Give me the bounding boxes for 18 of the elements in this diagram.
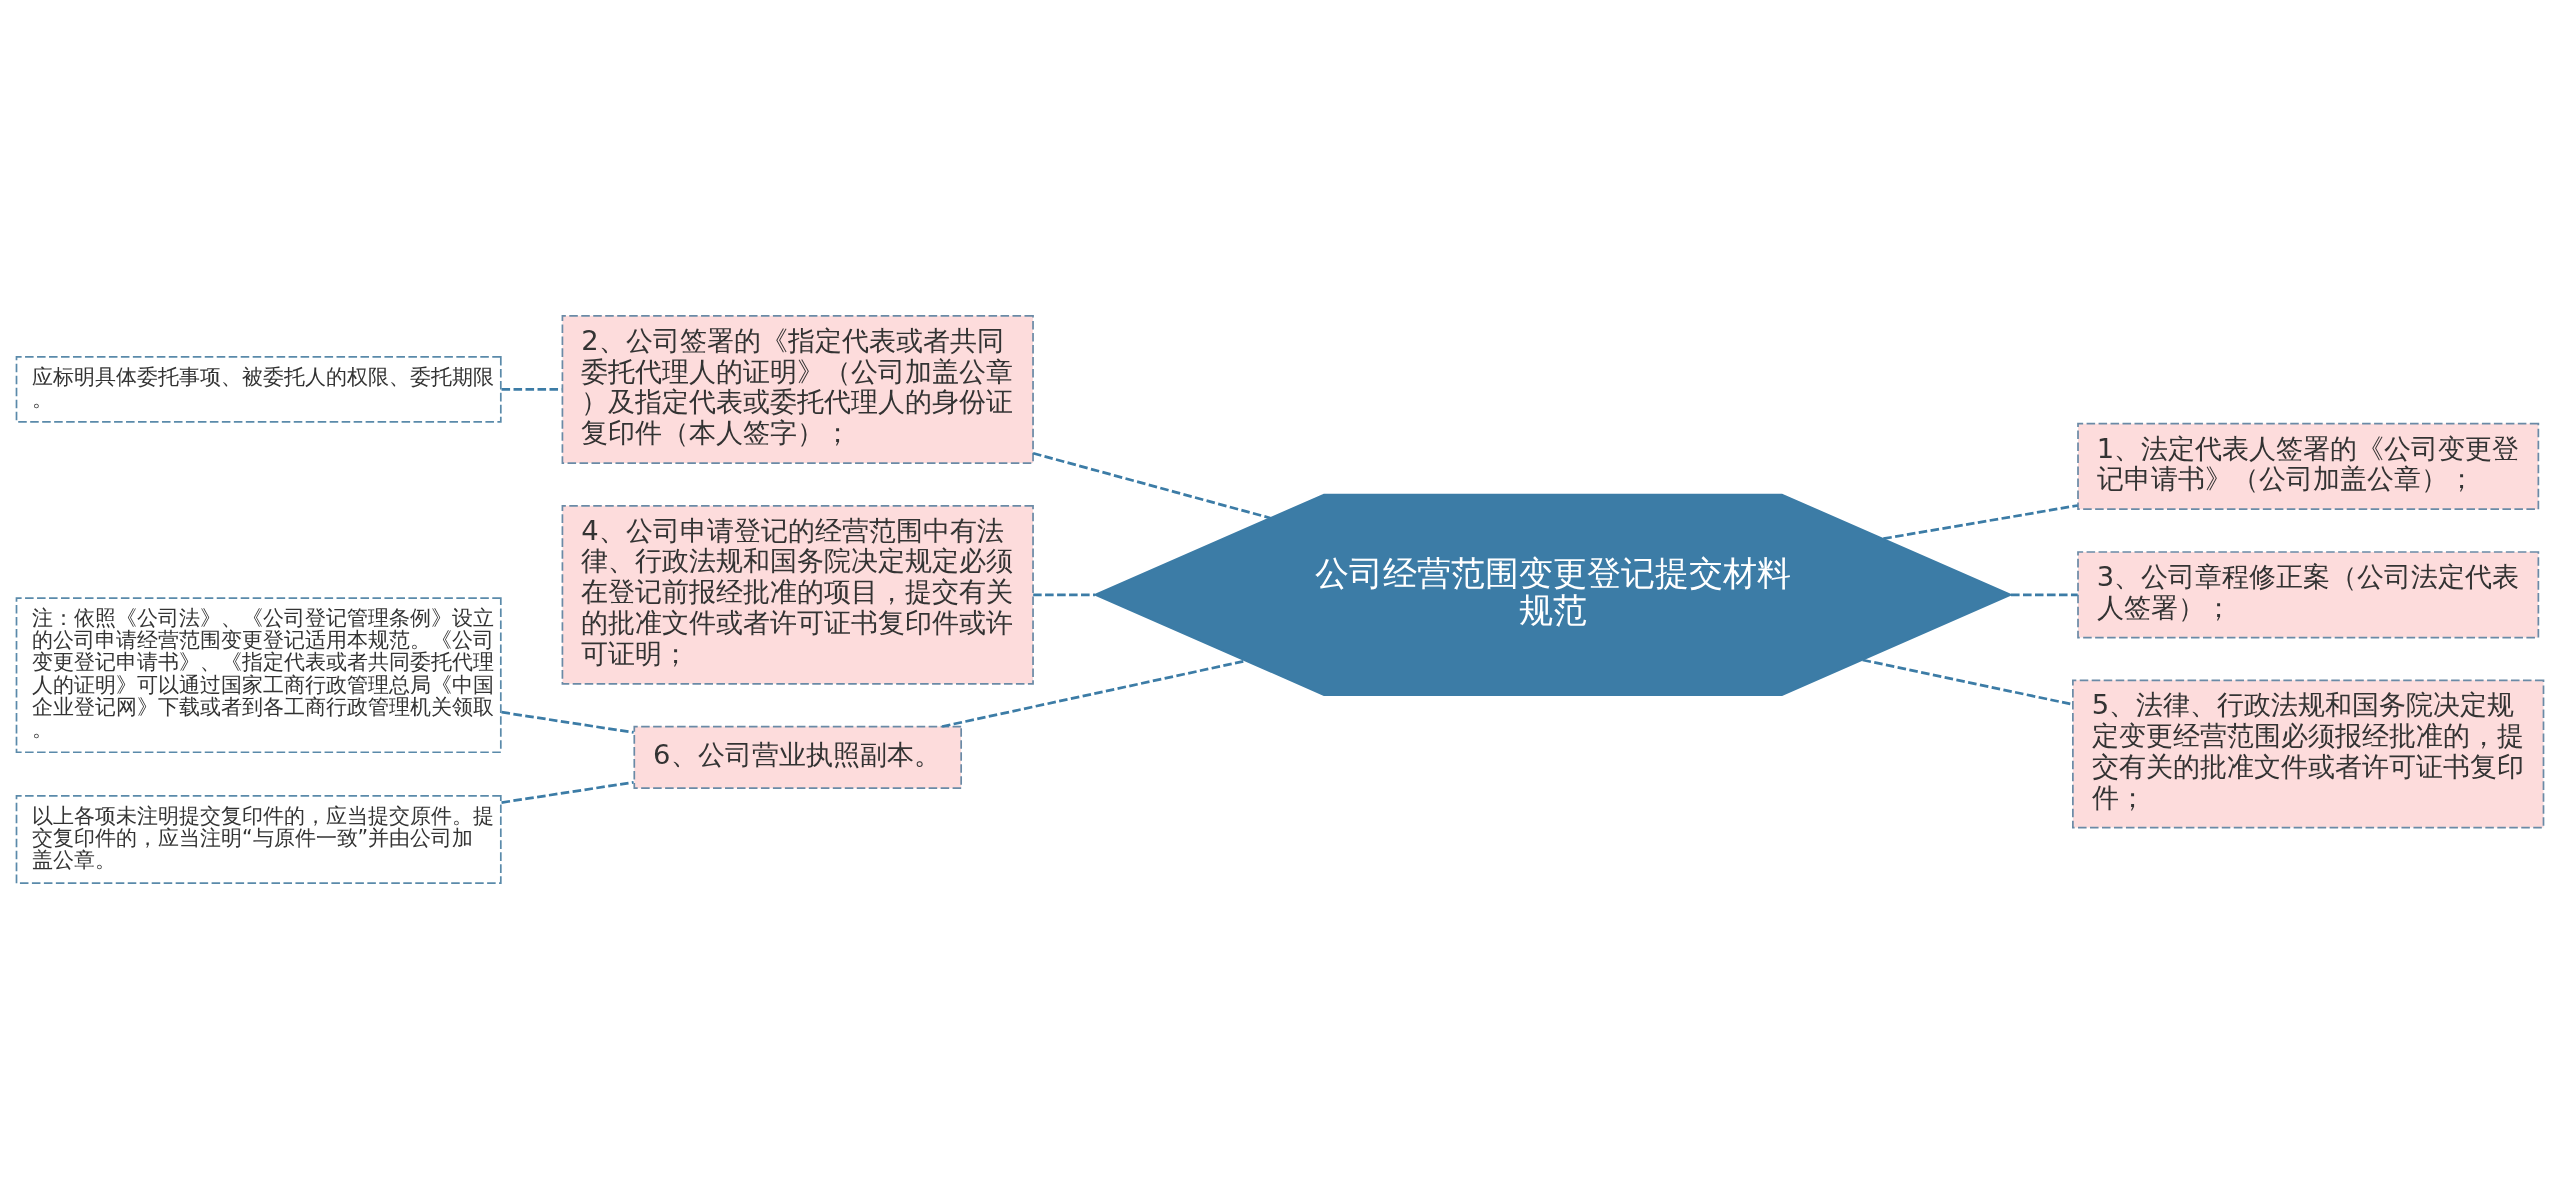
- node-box: 6、公司营业执照副本。: [633, 725, 962, 790]
- connector: [501, 710, 634, 734]
- connector: [1032, 451, 1271, 520]
- node-box: 2、公司签署的《指定代表或者共同委托代理人的证明》（公司加盖公章）及指定代表或委托代理人的身份证复印件（本人签字）；: [561, 315, 1034, 464]
- connector: [1862, 658, 2073, 706]
- connector: [2010, 593, 2078, 597]
- node-box: 以上各项未注明提交复印件的，应当提交原件。提交复印件的，应当注明“与原件一致”并由公司加盖公章。: [15, 795, 502, 884]
- connector: [1883, 504, 2078, 541]
- connector: [1033, 593, 1095, 597]
- node-box: 5、法律、行政法规和国务院决定规定变更经营范围必须报经批准的，提交有关的批准文件或者许可证书复印件；: [2072, 679, 2545, 829]
- node-box: 4、公司申请登记的经营范围中有法律、行政法规和国务院决定规定必须在登记前报经批准的项目，提交有关的批准文件或者许可证书复印件或许可证明；: [561, 504, 1034, 685]
- connector: [501, 780, 634, 804]
- node-box: 应标明具体委托事项、被委托人的权限、委托期限。: [15, 356, 502, 423]
- node-box: 3、公司章程修正案（公司法定代表人签署）；: [2077, 551, 2540, 639]
- node-box: 1、法定代表人签署的《公司变更登记申请书》（公司加盖公章）；: [2077, 422, 2540, 511]
- node-box: 注：依照《公司法》、《公司登记管理条例》设立的公司申请经营范围变更登记适用本规范。《公司变更登记申请书》、《指定代表或者共同委托代理人的证明》可以通过国家工商行政管理总局《中国企业登记网》下载或者到各工商行政管理机关领取。: [15, 597, 502, 754]
- connector: [941, 659, 1246, 728]
- connector: [501, 388, 562, 391]
